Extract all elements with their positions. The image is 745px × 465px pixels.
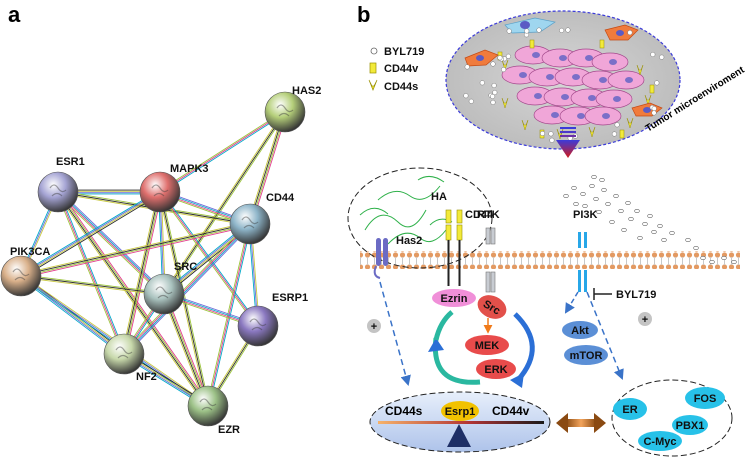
legend-cd44s: CD44s	[384, 81, 418, 93]
big-arrow	[556, 127, 580, 158]
node-nf2	[103, 333, 145, 375]
edge-pik3ca-src	[20, 274, 165, 296]
legend-cd44v: CD44v	[384, 63, 419, 75]
ezrin-label: Ezrin	[441, 293, 468, 305]
node-has2	[264, 91, 306, 133]
panel-a-label: a	[8, 2, 21, 27]
plus-right-label: +	[642, 314, 648, 326]
pi3k-label: PI3K	[573, 209, 598, 221]
panel-b-label: b	[357, 2, 370, 27]
akt-label: Akt	[571, 325, 589, 337]
tumor-microenvironment: Tumor microenviroment	[445, 10, 745, 150]
erk-label: ERK	[484, 364, 507, 376]
erk-cycle	[428, 310, 535, 388]
legend: BYL719 CD44v CD44s	[368, 46, 424, 93]
rtk-receptor: RTK	[477, 209, 500, 293]
cd44-isoform-balance: Esrp1 CD44s CD44v	[369, 391, 551, 453]
node-ezr	[187, 385, 229, 427]
ezrin-node	[432, 289, 476, 307]
byl719-legend-icon	[370, 47, 378, 55]
cd44v-legend-icon	[369, 62, 377, 74]
erk-node	[476, 359, 516, 379]
pbx1-node	[672, 415, 708, 435]
mtor-label: mTOR	[570, 350, 603, 362]
edge-has2-mapk3	[159, 110, 286, 194]
label-cd44: CD44	[266, 192, 295, 204]
esrp1-label: Esrp1	[445, 406, 476, 418]
byl719-drug-particles	[563, 175, 737, 264]
edge-cd44-pik3ca	[20, 221, 251, 279]
cd44-label: CD44	[465, 209, 494, 221]
label-ezr: EZR	[218, 424, 240, 436]
edge-mapk3-nf2	[121, 191, 163, 355]
node-esrp1	[237, 305, 279, 347]
edge-mapk3-pik3ca	[19, 189, 162, 279]
mtor-node	[564, 345, 608, 365]
pi3k-receptor: PI3K BYL719	[573, 209, 656, 301]
label-nf2: NF2	[136, 371, 157, 383]
cd44s-legend-icon	[368, 79, 378, 91]
label-has2: HAS2	[292, 85, 321, 97]
er-label: ER	[622, 404, 637, 416]
node-esr1	[37, 171, 79, 213]
label-mapk3: MAPK3	[170, 163, 209, 175]
has2-transporter: Has2	[373, 235, 422, 279]
edge-esr1-nf2	[56, 191, 126, 355]
node-src	[143, 273, 185, 315]
edge-esr1-ezr	[56, 190, 210, 408]
label-esr1: ESR1	[56, 156, 85, 168]
label-pik3ca: PIK3CA	[10, 246, 50, 258]
fos-label: FOS	[694, 393, 717, 405]
balance-cd44v-label: CD44v	[492, 404, 530, 418]
akt-node	[562, 321, 598, 339]
rtk-label: RTK	[477, 209, 500, 221]
legend-byl719: BYL719	[384, 46, 424, 58]
cd44-receptor: CD44	[445, 209, 494, 286]
cmyc-label: C-Myc	[643, 436, 676, 448]
double-arrow	[556, 413, 606, 433]
ha-label: HA	[431, 191, 447, 203]
label-src: SRC	[174, 261, 197, 273]
plus-left-label: +	[371, 321, 377, 333]
src-node	[477, 295, 507, 319]
has2-label: Has2	[396, 235, 422, 247]
edge-has2-src	[162, 111, 287, 295]
node-mapk3	[139, 171, 181, 213]
label-esrp1: ESRP1	[272, 292, 308, 304]
edge-esr1-src	[56, 190, 166, 296]
node-cd44	[229, 203, 271, 245]
plus-indicator-right	[638, 312, 652, 326]
dashed-arrows	[379, 281, 624, 387]
cmyc-node	[638, 431, 682, 451]
node-pik3ca	[0, 255, 42, 297]
balance-cd44s-label: CD44s	[385, 404, 423, 418]
er-node	[613, 398, 647, 420]
byl719-inhibitor-label: BYL719	[616, 289, 656, 301]
fos-node	[685, 387, 725, 409]
mek-node	[465, 335, 509, 355]
edge-cd44-nf2	[122, 222, 252, 356]
pbx1-label: PBX1	[676, 420, 705, 432]
tumor-cells	[464, 17, 663, 140]
cell-membrane	[360, 251, 740, 269]
edge-mapk3-esrp1	[158, 190, 260, 328]
mek-label: MEK	[475, 340, 500, 352]
plus-indicator-left	[367, 319, 381, 333]
transcription-factors: ER FOS PBX1 C-Myc	[611, 379, 733, 457]
